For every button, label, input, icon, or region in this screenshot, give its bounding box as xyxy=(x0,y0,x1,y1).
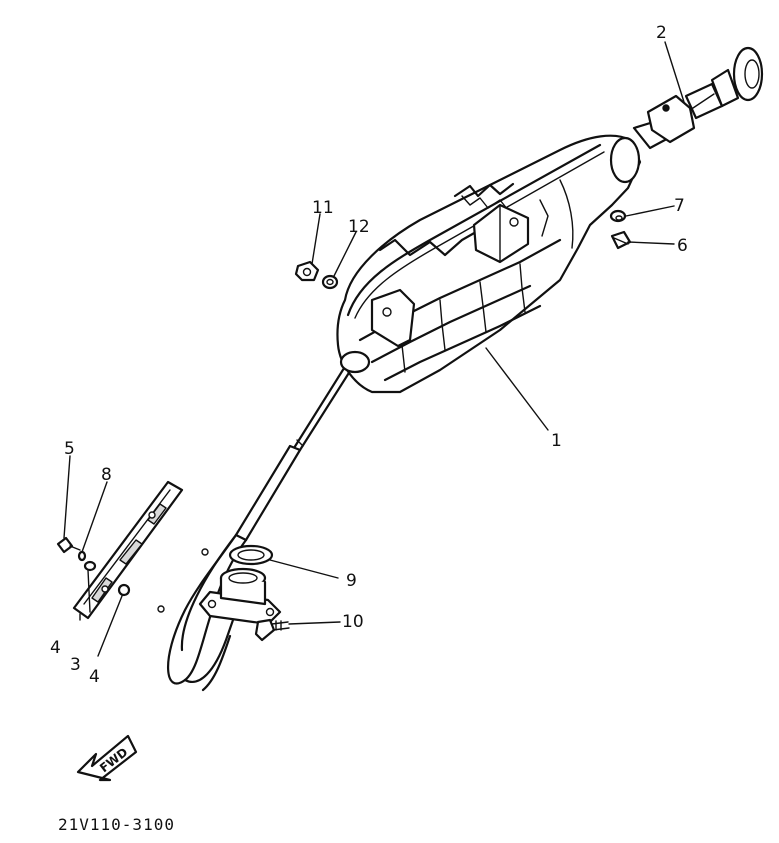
protector-collar xyxy=(77,550,87,562)
exhaust-flange xyxy=(198,567,282,626)
leader-lines xyxy=(63,41,685,657)
silencer-body xyxy=(336,134,642,394)
silencer-mount-bolt xyxy=(610,230,632,250)
callout-7: 7 xyxy=(674,196,685,216)
heat-protector xyxy=(72,480,184,620)
callout-labels: 1 2 3 4 4 5 6 7 8 9 10 11 12 xyxy=(50,23,688,687)
callout-12: 12 xyxy=(348,217,370,237)
callout-10: 10 xyxy=(342,612,364,632)
exhaust-header-pipe xyxy=(157,363,354,692)
rear-mount-nut xyxy=(294,260,320,282)
callout-8: 8 xyxy=(101,465,112,485)
callout-3: 3 xyxy=(70,655,81,675)
callout-4-lower: 4 xyxy=(89,667,100,687)
callout-11: 11 xyxy=(312,198,334,218)
protector-screw xyxy=(56,536,81,554)
callout-2: 2 xyxy=(656,23,667,43)
exhaust-gasket xyxy=(228,544,274,566)
callout-1: 1 xyxy=(551,431,562,451)
silencer-mount-washer xyxy=(609,209,627,223)
forward-direction-arrow: FWD xyxy=(76,734,138,782)
callout-9: 9 xyxy=(346,571,357,591)
callout-4-upper: 4 xyxy=(50,638,61,658)
callout-5: 5 xyxy=(64,439,75,459)
protector-washer-lower xyxy=(117,583,131,597)
flange-bolt xyxy=(254,618,290,642)
rear-mount-washer xyxy=(321,274,339,290)
callout-6: 6 xyxy=(677,236,688,256)
protector-washer-upper xyxy=(83,560,97,572)
figure-code: 21V110-3100 xyxy=(58,815,175,834)
tailpipe-assembly xyxy=(632,46,764,150)
